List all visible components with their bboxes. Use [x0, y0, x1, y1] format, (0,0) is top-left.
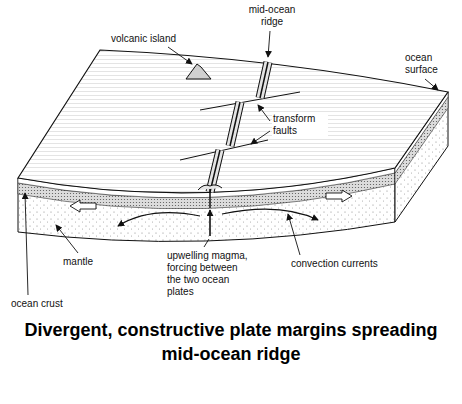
leader-line	[56, 225, 78, 253]
leader-line	[268, 31, 270, 57]
convection-label: convection currents	[290, 258, 402, 270]
crust-label: ocean crust	[10, 298, 82, 310]
transform-fault	[200, 92, 300, 110]
magma-label: upwelling magma, forcing between the two…	[166, 250, 252, 298]
surface-label: ocean surface	[404, 52, 454, 76]
sea-floor	[18, 50, 448, 193]
ridge	[210, 62, 268, 192]
ridge-outline	[210, 62, 268, 192]
leader-line	[168, 47, 192, 64]
plate-motion-arrow	[326, 190, 352, 202]
fault-label: transform faults	[272, 113, 328, 137]
leader-line	[25, 193, 28, 295]
mantle-label: mantle	[62, 256, 114, 268]
transform-fault	[180, 140, 268, 160]
leader-line	[425, 79, 438, 90]
caption: Divergent, constructive plate margins sp…	[16, 318, 446, 366]
magma-arrow	[209, 210, 211, 236]
island-label: volcanic island	[110, 33, 202, 45]
rift-valley	[210, 62, 268, 192]
convection-arrow	[222, 209, 318, 220]
convection-arrow	[118, 213, 200, 226]
leader-line	[251, 131, 270, 144]
volcanic-island	[186, 64, 211, 79]
plate-motion-arrow	[70, 200, 96, 212]
plate-split	[209, 189, 211, 208]
leader-line	[258, 105, 270, 121]
ridge-label: mid-ocean ridge	[245, 4, 299, 28]
leader-line	[204, 239, 209, 247]
ridge-flank	[210, 62, 268, 192]
leader-line	[288, 214, 300, 255]
